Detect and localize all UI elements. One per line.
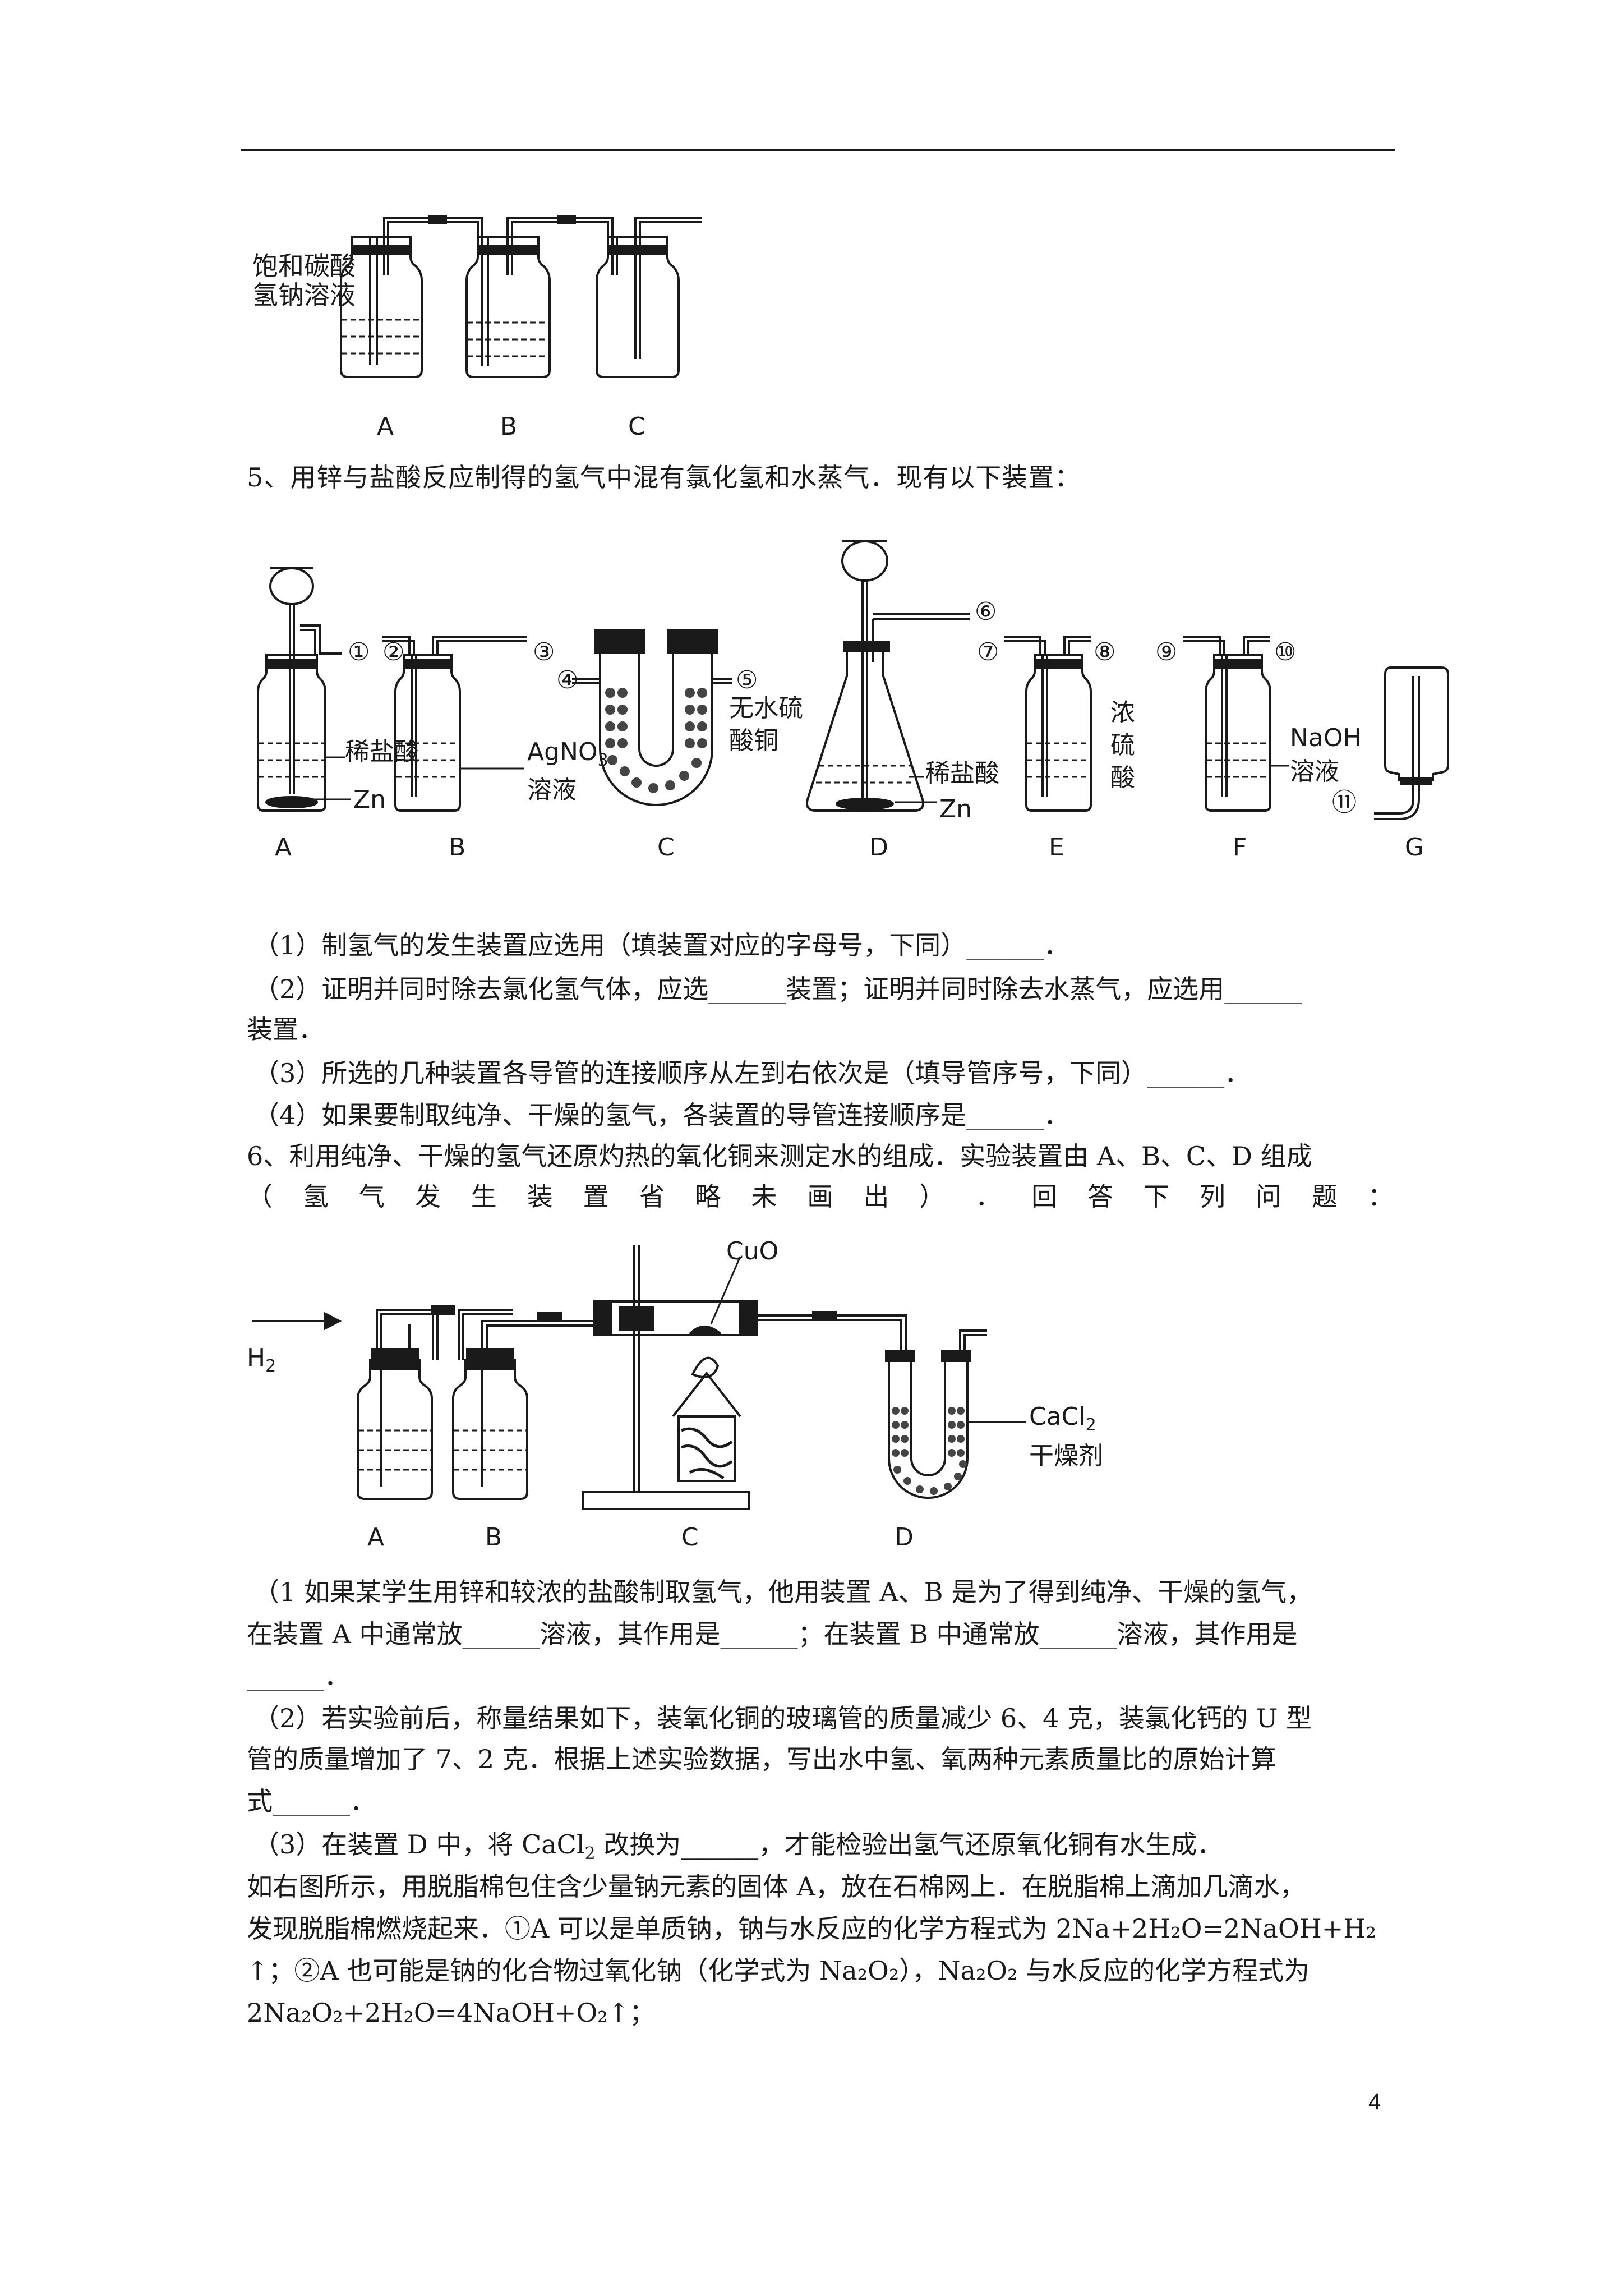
label-saturated-line1: 饱和碳酸 bbox=[252, 251, 356, 281]
label-zn-a: Zn bbox=[353, 785, 386, 814]
label-conc-1: 浓 bbox=[1110, 698, 1135, 727]
q6-p1: （1 如果某学生用锌和较浓的盐酸制取氢气，他用装置 A、B 是为了得到纯净、干燥… bbox=[253, 1577, 1313, 1607]
label-zn-d: Zn bbox=[939, 795, 972, 823]
label-b: B bbox=[500, 412, 517, 441]
extra-line4: 2Na₂O₂+2H₂O=4NaOH+O₂↑； bbox=[247, 1998, 656, 2028]
q6-p1-end: ______． bbox=[247, 1661, 350, 1691]
label-c: C bbox=[628, 412, 645, 441]
label-h2: H2 bbox=[247, 1343, 276, 1376]
label-desiccant: 干燥剂 bbox=[1029, 1442, 1103, 1470]
q6-p2-end: 式______． bbox=[247, 1786, 376, 1816]
q6-p1-cont: 在装置 A 中通常放______溶液，其作用是______；在装置 B 中通常放… bbox=[247, 1619, 1298, 1649]
port-1: ① bbox=[348, 638, 370, 666]
port-7: ⑦ bbox=[977, 638, 999, 666]
port-9: ⑨ bbox=[1155, 638, 1177, 666]
label-b: B bbox=[485, 1523, 502, 1552]
label-a: A bbox=[275, 833, 292, 862]
label-saturated-line2: 氢钠溶液 bbox=[252, 280, 356, 310]
q6-intro-2: （氢气发生装置省略未画出）．回答下列问题： bbox=[247, 1181, 1394, 1212]
figure-bottles-abc: 饱和碳酸 氢钠溶液 A B C bbox=[236, 202, 729, 449]
label-dilute-hcl-d: 稀盐酸 bbox=[925, 759, 999, 788]
q5-sub1: （1）制氢气的发生装置应选用（填装置对应的字母号，下同）______． bbox=[253, 930, 1070, 960]
label-agno3-solution: 溶液 bbox=[527, 776, 577, 804]
label-conc-2: 硫 bbox=[1110, 731, 1135, 760]
label-d: D bbox=[895, 1523, 914, 1552]
figure-h2-cuo-apparatus: H2 CuO CaCl2 干燥剂 A B C D bbox=[247, 1223, 1144, 1559]
label-g: G bbox=[1405, 833, 1424, 862]
q6-p2: （2）若实验前后，称量结果如下，装氧化铜的玻璃管的质量减少 6、4 克，装氯化钙… bbox=[253, 1703, 1312, 1733]
label-d: D bbox=[869, 833, 888, 862]
label-b: B bbox=[449, 833, 465, 862]
label-f: F bbox=[1233, 833, 1247, 862]
label-c: C bbox=[657, 833, 675, 862]
label-e: E bbox=[1049, 833, 1064, 862]
q6-p2-cont: 管的质量增加了 7、2 克．根据上述实验数据，写出水中氢、氧两种元素质量比的原始… bbox=[247, 1744, 1276, 1774]
port-3: ③ bbox=[533, 638, 555, 666]
figure-apparatus-a-g: A B C D E F G ① ② ③ ④ ⑤ ⑥ ⑦ ⑧ ⑨ ⑩ ⑪ 稀盐酸 … bbox=[236, 508, 1469, 878]
label-cuso4-line2: 酸铜 bbox=[729, 726, 778, 755]
label-dilute-hcl-a: 稀盐酸 bbox=[345, 738, 419, 766]
header-rule bbox=[241, 149, 1395, 151]
port-6: ⑥ bbox=[975, 597, 997, 626]
port-5: ⑤ bbox=[736, 666, 758, 694]
label-a: A bbox=[377, 412, 394, 441]
q5-sub3: （3）所选的几种装置各导管的连接顺序从左到右依次是（填导管序号，下同）_____… bbox=[253, 1058, 1251, 1088]
label-cuso4-line1: 无水硫 bbox=[729, 694, 803, 723]
label-c: C bbox=[681, 1523, 699, 1552]
q5-intro: 5、用锌与盐酸反应制得的氢气中混有氯化氢和水蒸气．现有以下装置： bbox=[247, 462, 1081, 493]
page-number: 4 bbox=[1368, 2090, 1381, 2114]
q6-p3: （3）在装置 D 中，将 CaCl2 改换为______，才能检验出氢气还原氧化… bbox=[253, 1829, 1223, 1864]
label-agno3: AgNO3 bbox=[527, 738, 608, 770]
port-11: ⑪ bbox=[1332, 788, 1357, 817]
q5-sub2: （2）证明并同时除去氯化氢气体，应选______装置；证明并同时除去水蒸气，应选… bbox=[253, 974, 1302, 1004]
label-naoh-solution: 溶液 bbox=[1290, 757, 1339, 786]
port-4: ④ bbox=[556, 666, 578, 694]
q5-sub2-cont: 装置． bbox=[247, 1014, 324, 1045]
port-2: ② bbox=[382, 638, 404, 666]
q5-sub4: （4）如果要制取纯净、干燥的氢气，各装置的导管连接顺序是______． bbox=[253, 1100, 1070, 1130]
port-10: ⑩ bbox=[1274, 638, 1296, 666]
extra-line3: ↑；②A 也可能是钠的化合物过氧化钠（化学式为 Na₂O₂），Na₂O₂ 与水反… bbox=[247, 1955, 1310, 1986]
port-8: ⑧ bbox=[1094, 638, 1115, 666]
label-a: A bbox=[367, 1523, 384, 1552]
extra-line1: 如右图所示，用脱脂棉包住含少量钠元素的固体 A，放在石棉网上．在脱脂棉上滴加几滴… bbox=[247, 1871, 1306, 1902]
label-naoh: NaOH bbox=[1290, 724, 1362, 752]
extra-line2: 发现脱脂棉燃烧起来．①A 可以是单质钠，钠与水反应的化学方程式为 2Na+2H₂… bbox=[247, 1913, 1376, 1944]
q6-intro: 6、利用纯净、干燥的氢气还原灼热的氧化铜来测定水的组成．实验装置由 A、B、C、… bbox=[247, 1141, 1312, 1171]
label-cacl2: CaCl2 bbox=[1029, 1402, 1096, 1435]
label-cuo: CuO bbox=[726, 1237, 778, 1266]
label-conc-3: 酸 bbox=[1110, 763, 1135, 792]
